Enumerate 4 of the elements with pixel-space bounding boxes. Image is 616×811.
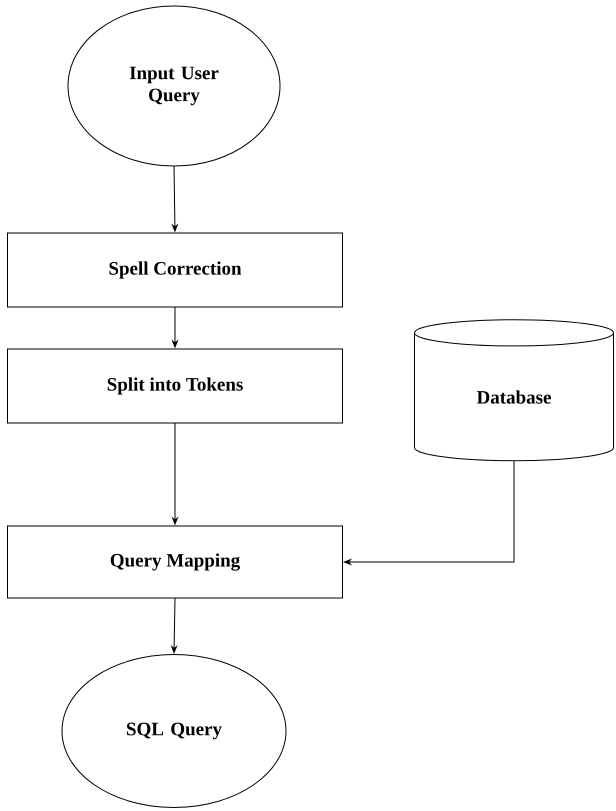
process-box: Query Mapping	[7, 526, 343, 598]
database-cylinder: Database	[414, 319, 614, 462]
process-box: Spell Correction	[7, 232, 343, 308]
process-box: Split into Tokens	[7, 348, 343, 424]
